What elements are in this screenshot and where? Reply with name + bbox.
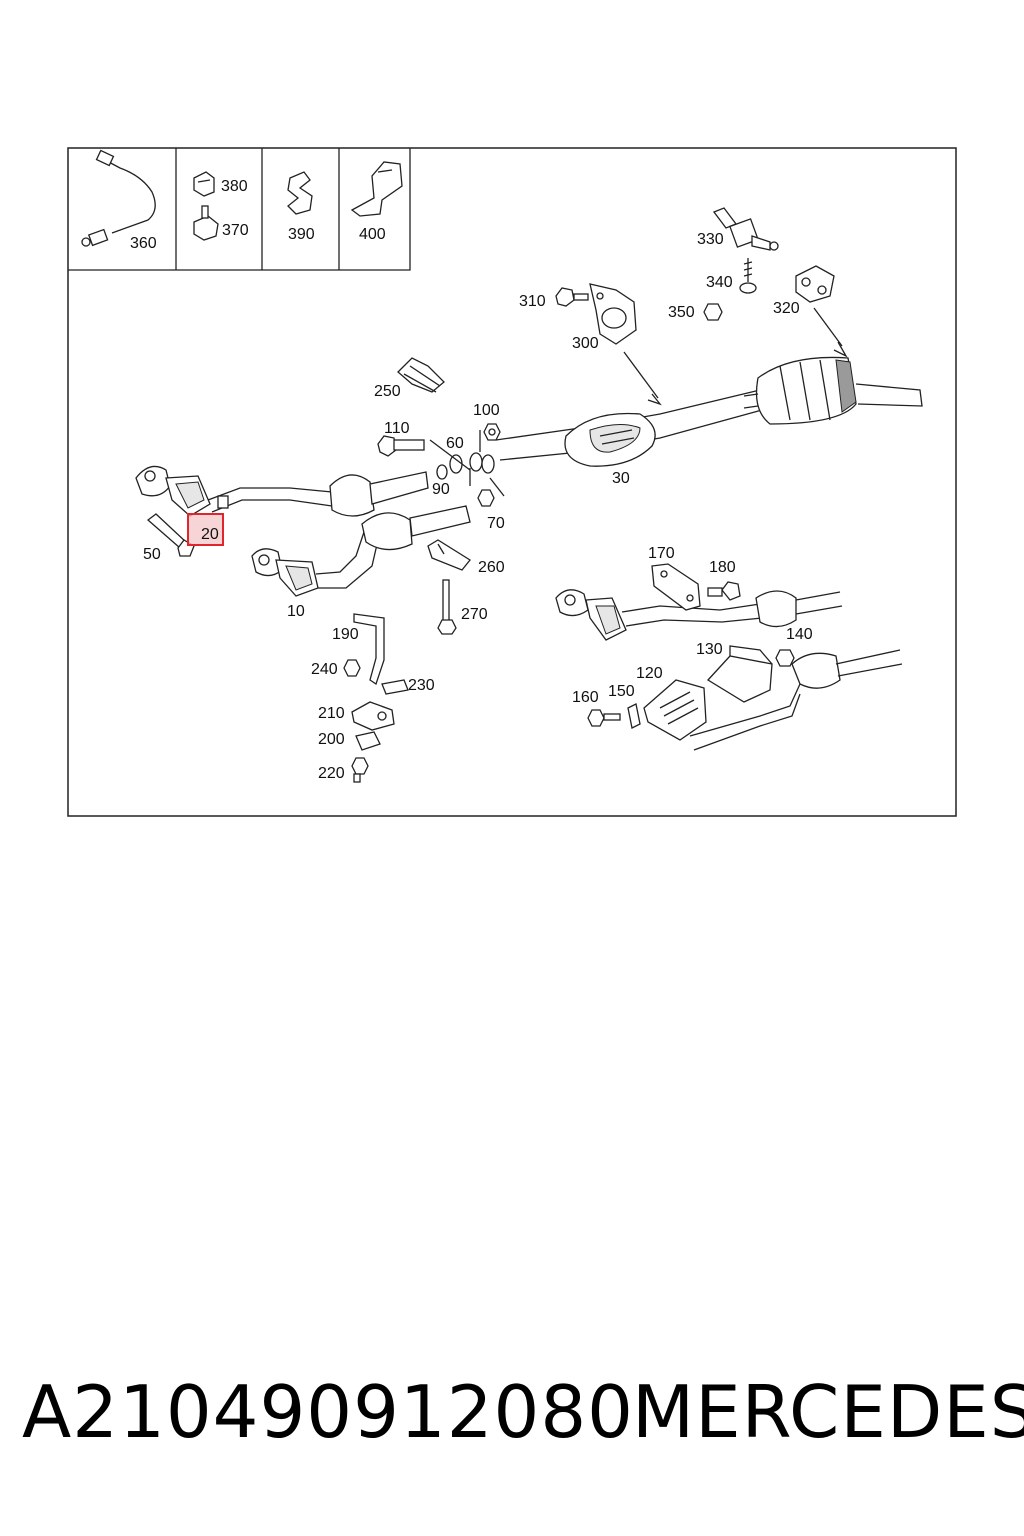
center-muffler-30 [564,412,656,467]
nut-140 [775,649,795,667]
label-370: 370 [222,222,249,239]
screw-340 [739,258,757,294]
label-60: 60 [446,435,464,452]
nut-240 [343,659,361,677]
part-labels: 360 380 370 390 400 330 340 350 320 310 … [130,178,813,782]
label-260: 260 [478,559,505,576]
label-400: 400 [359,226,386,243]
diagram-frame [67,147,957,817]
oxygen-sensor-360 [81,149,156,247]
label-380: 380 [221,178,248,195]
nut-70 [477,489,495,507]
rubber-mount-320 [795,265,848,358]
nut-350 [703,303,723,321]
label-240: 240 [311,661,338,678]
bracket-400 [350,161,403,217]
bolt-110 [377,435,425,457]
bolt-310 [555,287,589,307]
highlight-box-20 [187,513,224,546]
clip-380 [193,171,215,197]
caption-bar: A210490912080 MERCEDES [0,1370,1024,1480]
hanger-bracket-300 [589,283,662,406]
label-140: 140 [786,626,813,643]
clip-390 [287,171,313,215]
screw-160 [587,709,621,727]
clamp-250 [397,357,445,393]
label-170: 170 [648,545,675,562]
label-50: 50 [143,546,161,563]
part-number: A210490912080 [22,1370,634,1454]
hanger-330 [712,207,779,251]
mount-210 [351,701,395,731]
detail-boxes [68,148,411,271]
leader-lines [429,430,505,497]
label-70: 70 [487,515,505,532]
screw-220 [351,757,369,783]
label-300: 300 [572,335,599,352]
bracket-170 [651,563,701,611]
label-20: 20 [201,526,219,543]
label-270: 270 [461,606,488,623]
exhaust-variant-right [555,589,903,751]
label-30: 30 [612,470,630,487]
label-330: 330 [697,231,724,248]
front-pipe-right [251,505,471,597]
label-180: 180 [709,559,736,576]
heat-shield-120 [643,679,707,741]
label-100: 100 [473,402,500,419]
clip-370 [193,205,219,241]
label-90: 90 [432,481,450,498]
label-350: 350 [668,304,695,321]
label-120: 120 [636,665,663,682]
nut-100 [483,423,501,441]
bracket-130 [706,645,773,703]
exhaust-parts-diagram: 360 380 370 390 400 330 340 350 320 310 … [67,147,957,817]
brand-name: MERCEDES [632,1370,1024,1454]
label-160: 160 [572,689,599,706]
rear-muffler-pipe [495,356,923,461]
label-340: 340 [706,274,733,291]
label-10: 10 [287,603,305,620]
label-210: 210 [318,705,345,722]
clip-230 [381,679,409,695]
gasket-60 [449,452,495,474]
label-190: 190 [332,626,359,643]
label-200: 200 [318,731,345,748]
label-110: 110 [384,420,410,437]
label-230: 230 [408,677,435,694]
label-320: 320 [773,300,800,317]
front-pipe-left [135,465,429,517]
label-150: 150 [608,683,635,700]
label-130: 130 [696,641,723,658]
bracket-190 [353,613,385,686]
label-220: 220 [318,765,345,782]
bolt-270 [437,579,457,635]
label-250: 250 [374,383,401,400]
label-390: 390 [288,226,315,243]
bracket-200 [355,731,381,751]
clip-150 [627,703,641,729]
label-310: 310 [519,293,546,310]
bolt-180 [707,581,741,601]
label-360: 360 [130,235,157,252]
bracket-260 [427,539,471,571]
ring-90 [436,464,448,480]
